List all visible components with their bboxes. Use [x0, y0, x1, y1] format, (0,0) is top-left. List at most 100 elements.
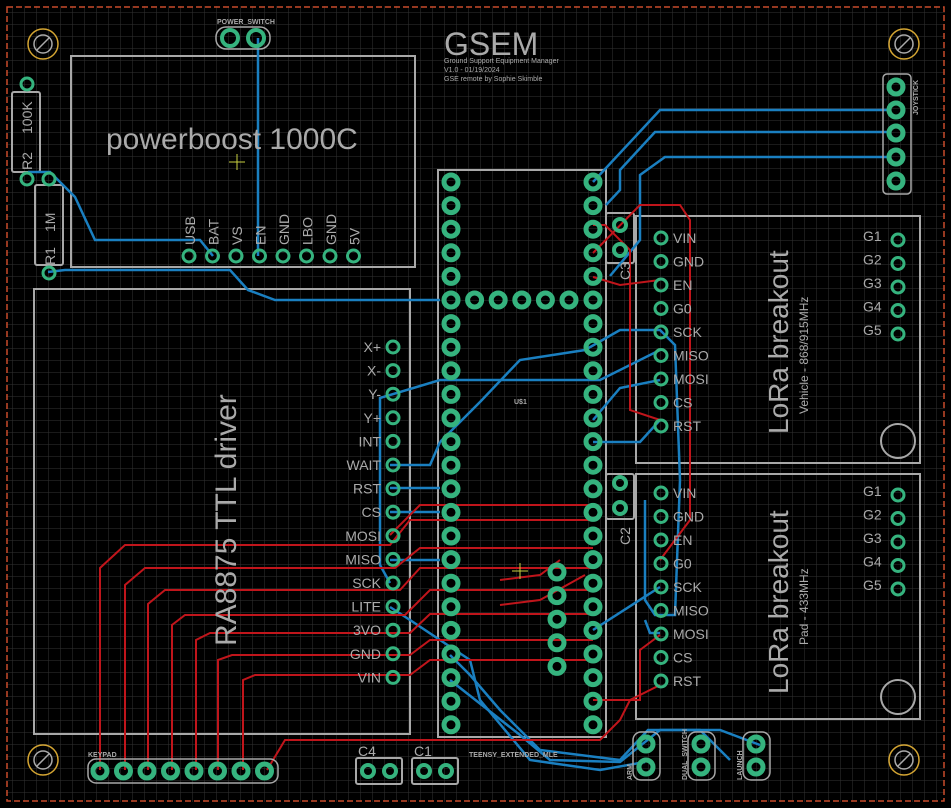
lora-pin	[653, 509, 669, 524]
display-driver-pin-label: X-	[367, 363, 381, 379]
mcu-pin	[583, 597, 603, 617]
display-driver-pin	[385, 386, 401, 402]
display-driver-pins: X+X-Y-Y+INTWAITRSTCSMOSIMISOSCKLITE3VOGN…	[345, 339, 401, 685]
keypad-pin	[208, 761, 227, 781]
launch-button[interactable]	[742, 731, 771, 781]
board-subtitle: Ground Support Equipment Manager	[444, 58, 559, 65]
mcu-pin	[441, 266, 461, 286]
keypad-pin	[184, 761, 204, 781]
grid	[6, 6, 945, 802]
lora-pin	[653, 324, 669, 340]
powerboost-pin-label: GND	[276, 214, 292, 245]
display-driver-pin	[385, 504, 401, 520]
mounting-hole	[888, 28, 920, 60]
lora-gpio-label: G1	[863, 483, 882, 499]
lora-pin	[653, 301, 669, 316]
mcu-pin	[547, 562, 567, 582]
lora-pin-label: CS	[673, 395, 692, 411]
mcu-pin	[441, 243, 461, 263]
arm-switch[interactable]	[632, 731, 661, 781]
lora-pin-label: SCK	[673, 579, 702, 595]
lora-vehicle-label: LoRa breakout	[763, 250, 794, 434]
mcu-pin	[441, 479, 461, 499]
lora-pin-label: GND	[673, 254, 704, 270]
mcu-pin	[465, 290, 485, 310]
mcu-pin	[441, 502, 461, 522]
board-title: GSEM	[444, 26, 538, 62]
display-driver-pin	[385, 622, 401, 638]
mcu-pin	[583, 455, 603, 475]
mcu-pin	[583, 715, 603, 735]
mcu-pin	[583, 644, 603, 664]
capacitor-c3: C3	[612, 217, 633, 280]
lora-pin	[653, 485, 669, 501]
mcu-pins	[441, 172, 603, 735]
lora-pin	[653, 254, 669, 269]
board-version: V1.0 - 01/19/2024	[444, 67, 500, 74]
mcu-ref: U$1	[514, 399, 527, 406]
lora-gpio-pin	[890, 326, 906, 342]
lora-pin-label: VIN	[673, 230, 696, 246]
arm-switch-label: ARM	[627, 764, 634, 780]
lora-gpio-pin	[890, 581, 906, 597]
mcu-pin	[583, 668, 603, 688]
keypad-pin	[114, 761, 133, 781]
lora-pin	[653, 650, 669, 665]
display-driver-pin	[385, 339, 401, 355]
display-driver-pin	[385, 669, 401, 685]
mcu-pin	[488, 290, 508, 310]
lora-gpio-label: G3	[863, 275, 882, 291]
powerboost-pin	[275, 248, 291, 264]
display-driver-pin	[385, 410, 401, 426]
lora-gpio-pin	[890, 487, 906, 503]
mcu-pin	[583, 266, 603, 286]
capacitor-c2: C2	[612, 475, 633, 545]
lora-gpio-label: G4	[863, 299, 882, 315]
display-driver-pin	[385, 551, 401, 567]
mcu-pin	[441, 715, 461, 735]
mcu-pin	[547, 656, 567, 676]
display-driver-pin	[385, 599, 401, 615]
powerboost-pin-label: EN	[253, 226, 269, 245]
lora-pin-label: EN	[673, 532, 692, 548]
keypad-header[interactable]	[87, 758, 279, 784]
lora-pin-label: RST	[673, 673, 701, 689]
mcu-pin	[441, 668, 461, 688]
mcu-pin	[583, 290, 603, 310]
lora-pin	[653, 395, 669, 410]
powerboost-pin-label: LBO	[300, 217, 316, 245]
lora-pin-label: VIN	[673, 485, 696, 501]
power-switch-label: POWER_SWITCH	[217, 19, 275, 26]
mcu-pin	[441, 290, 461, 310]
lora-gpio-label: G5	[863, 322, 882, 338]
lora-pin-label: SCK	[673, 324, 702, 340]
capacitor-c4: C4	[358, 743, 398, 779]
lora-gpio-pin	[890, 279, 906, 295]
keypad-pin	[255, 761, 274, 781]
powerboost-pin-label: 5V	[347, 227, 363, 245]
lora-gpio-pin	[890, 303, 906, 318]
joystick-header[interactable]	[882, 73, 912, 195]
keypad-pin	[161, 761, 180, 781]
display-driver-pin-label: GND	[350, 646, 381, 662]
mcu-pin	[441, 573, 461, 593]
origin-marker	[229, 154, 528, 579]
mcu-pin	[583, 691, 603, 711]
lora-pad-sublabel: Pad - 433MHz	[797, 568, 811, 645]
lora-gpio-label: G4	[863, 554, 882, 570]
display-driver-pin	[385, 433, 401, 449]
mcu-pin	[441, 172, 461, 192]
dual-switch[interactable]	[687, 731, 716, 781]
mcu-pin	[583, 219, 603, 239]
mcu-pin	[547, 609, 567, 629]
lora-pad-label: LoRa breakout	[763, 510, 794, 694]
display-driver-pin-label: VIN	[358, 669, 381, 685]
lora-pin	[653, 348, 669, 363]
lora-pin	[653, 230, 669, 246]
power-switch[interactable]	[215, 26, 271, 50]
display-driver-pin-label: INT	[358, 433, 381, 449]
display-driver-pin-label: MOSI	[345, 528, 381, 544]
powerboost-pin	[205, 248, 220, 264]
